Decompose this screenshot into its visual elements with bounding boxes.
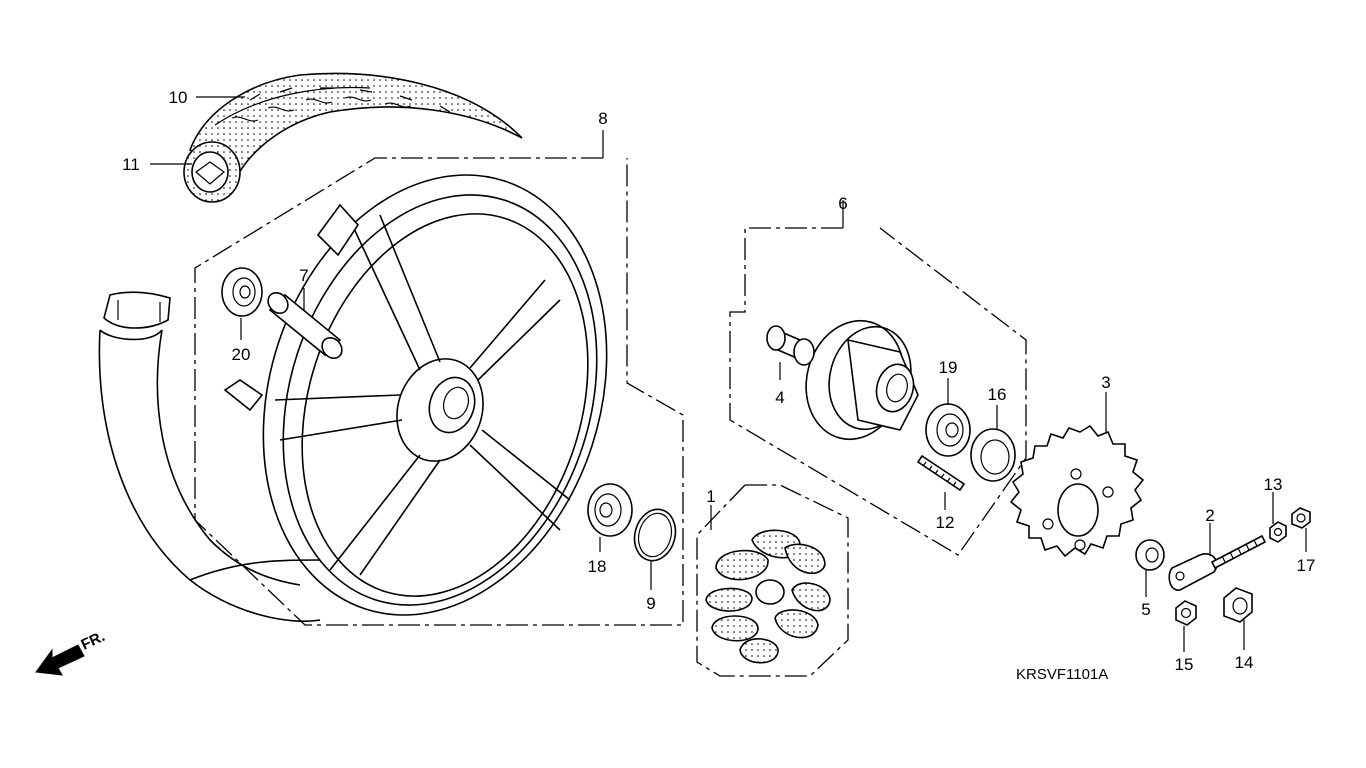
assembly-box-8 [194,157,684,626]
sprocket-3-drawing [1009,424,1145,558]
o-ring-9-drawing [633,508,677,562]
collar-5-drawing [1135,539,1165,571]
part-label-17: 17 [1297,556,1316,575]
spacer-7-drawing [267,291,343,360]
bearing-19-drawing [925,403,971,457]
part-label-11: 11 [122,155,140,174]
nut-17-drawing [1291,507,1311,529]
stud-bolt-12-drawing [916,454,966,492]
nut-15-drawing [1175,600,1197,626]
part-label-1: 1 [706,487,715,506]
part-label-8: 8 [598,109,607,128]
part-label-7: 7 [299,266,308,285]
part-label-10: 10 [169,88,188,107]
bearing-20-drawing [221,267,263,317]
part-label-6: 6 [838,194,847,213]
tube-drawing [183,141,241,203]
part-label-3: 3 [1101,373,1110,392]
part-label-20: 20 [232,345,251,364]
part-label-13: 13 [1264,475,1283,494]
assembly-box-6 [729,227,1027,556]
part-label-19: 19 [939,358,958,377]
assembly-box-1 [696,484,849,677]
damper-rubber-drawing [705,529,831,664]
part-label-16: 16 [988,385,1007,404]
nut-13-drawing [1269,521,1287,543]
part-label-2: 2 [1205,506,1214,525]
wheel-rim-drawing [223,174,608,616]
adjuster-2-drawing [1168,534,1267,591]
bearing-18-drawing [587,483,633,537]
part-label-14: 14 [1235,653,1254,672]
diagram-code: KRSVF1101A [1016,666,1108,683]
part-label-5: 5 [1141,600,1150,619]
front-direction-arrow: FR. [35,628,108,676]
front-direction-label: FR. [79,628,108,654]
tire-drawing [189,72,523,182]
hub-flange-drawing [805,319,919,441]
leader-lines [150,96,1307,652]
nut-14-drawing [1223,587,1253,623]
collar-4-drawing [766,325,815,366]
part-label-15: 15 [1175,655,1194,674]
part-label-9: 9 [646,594,655,613]
part-label-12: 12 [936,513,955,532]
tire-section-drawing [98,291,321,623]
oil-seal-16-drawing [970,428,1016,482]
part-label-4: 4 [775,388,784,407]
part-label-18: 18 [588,557,607,576]
